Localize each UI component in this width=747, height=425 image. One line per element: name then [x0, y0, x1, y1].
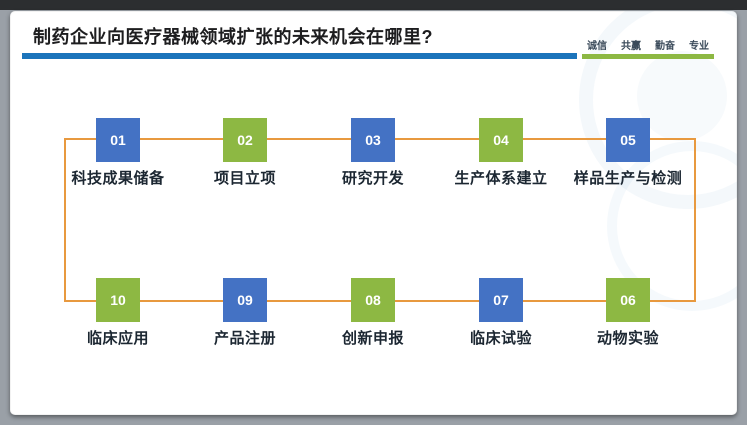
step-label: 临床试验	[469, 330, 532, 347]
step-number-badge: 01	[96, 118, 140, 162]
slogan-word: 诚信	[587, 40, 607, 52]
step-label: 产品注册	[213, 330, 276, 347]
step-label: 样品生产与检测	[573, 170, 683, 187]
window-top-edge	[0, 0, 747, 10]
slogan-word: 勤奋	[655, 40, 675, 52]
flow-step-07: 07 临床试验	[431, 278, 571, 348]
flow-step-02: 02 项目立项	[175, 118, 315, 188]
step-label: 项目立项	[213, 170, 276, 187]
flow-step-05: 05 样品生产与检测	[558, 118, 698, 188]
presentation-slide: 制药企业向医疗器械领域扩张的未来机会在哪里? 诚信 共赢 勤奋 专业 01 科技…	[10, 11, 737, 415]
flow-step-03: 03 研究开发	[303, 118, 443, 188]
company-slogan: 诚信 共赢 勤奋 专业	[582, 37, 714, 52]
slogan-underline-bar	[582, 54, 714, 59]
flow-step-06: 06 动物实验	[558, 278, 698, 348]
step-label: 创新申报	[341, 330, 404, 347]
slide-title: 制药企业向医疗器械领域扩张的未来机会在哪里?	[33, 27, 433, 47]
flow-step-01: 01 科技成果储备	[48, 118, 188, 188]
step-number-badge: 04	[479, 118, 523, 162]
step-label: 研究开发	[341, 170, 404, 187]
flow-step-08: 08 创新申报	[303, 278, 443, 348]
step-number-badge: 06	[606, 278, 650, 322]
title-underline-bar	[22, 53, 577, 59]
step-label: 科技成果储备	[71, 170, 165, 187]
step-label: 动物实验	[596, 330, 659, 347]
slogan-word: 专业	[689, 40, 709, 52]
step-number-badge: 08	[351, 278, 395, 322]
flow-step-04: 04 生产体系建立	[431, 118, 571, 188]
step-number-badge: 07	[479, 278, 523, 322]
step-number-badge: 09	[223, 278, 267, 322]
step-label: 生产体系建立	[454, 170, 548, 187]
flow-step-09: 09 产品注册	[175, 278, 315, 348]
flow-step-10: 10 临床应用	[48, 278, 188, 348]
step-number-badge: 05	[606, 118, 650, 162]
step-number-badge: 03	[351, 118, 395, 162]
step-number-badge: 10	[96, 278, 140, 322]
step-label: 临床应用	[86, 330, 149, 347]
slogan-word: 共赢	[621, 40, 641, 52]
step-number-badge: 02	[223, 118, 267, 162]
